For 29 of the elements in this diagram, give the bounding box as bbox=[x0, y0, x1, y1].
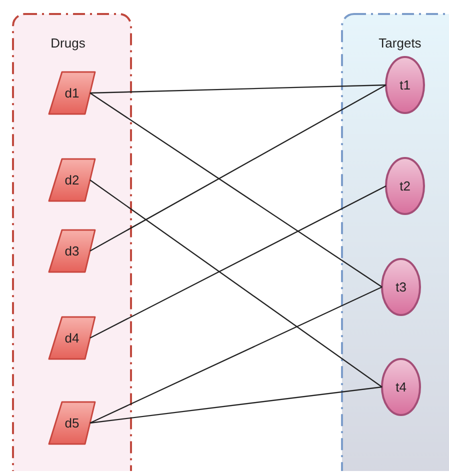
node-label: t4 bbox=[396, 380, 406, 394]
node-label: d3 bbox=[64, 244, 80, 258]
target-circle bbox=[381, 258, 421, 316]
connector-line bbox=[90, 180, 382, 388]
node-label: d2 bbox=[64, 172, 80, 188]
node-label: t1 bbox=[400, 78, 410, 92]
drug-parallelogram bbox=[48, 71, 96, 115]
connector-line bbox=[90, 185, 386, 339]
node-label: d4 bbox=[64, 330, 80, 346]
connector-line bbox=[90, 84, 386, 94]
connector-line bbox=[90, 92, 382, 288]
node-label: d5 bbox=[64, 416, 80, 430]
target-circle bbox=[385, 157, 425, 215]
drug-parallelogram bbox=[48, 401, 96, 445]
connector-line bbox=[90, 386, 382, 424]
drug-parallelogram bbox=[48, 158, 96, 202]
group-panel bbox=[341, 13, 449, 471]
node-label: t3 bbox=[396, 280, 406, 294]
connector-line bbox=[90, 84, 386, 252]
connector-line bbox=[90, 286, 382, 424]
group-heading: Drugs bbox=[50, 36, 86, 50]
node-label: d1 bbox=[64, 86, 80, 100]
group-panel bbox=[12, 13, 132, 471]
node-label: t2 bbox=[400, 178, 410, 194]
target-circle bbox=[381, 358, 421, 416]
drug-parallelogram bbox=[48, 316, 96, 360]
target-circle bbox=[385, 56, 425, 114]
group-heading: Targets bbox=[378, 36, 422, 50]
drug-parallelogram bbox=[48, 229, 96, 273]
